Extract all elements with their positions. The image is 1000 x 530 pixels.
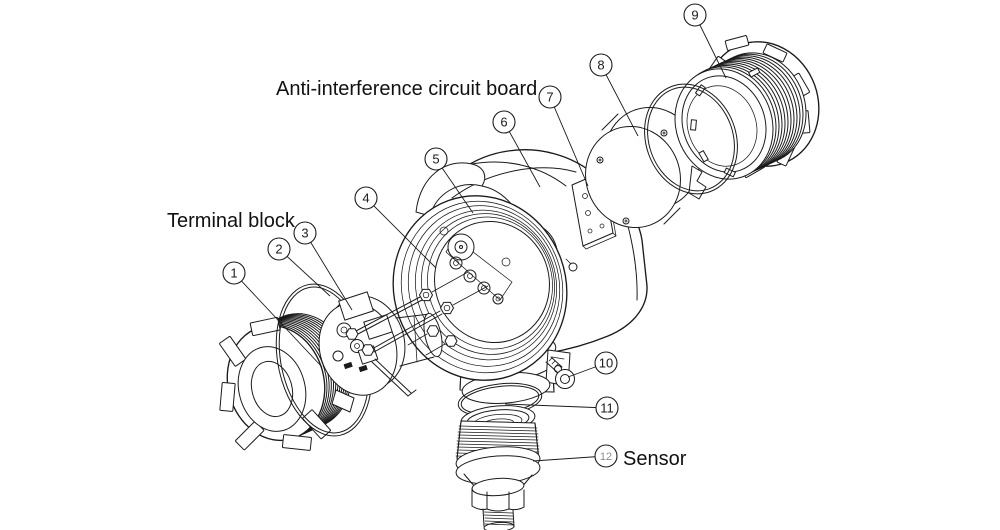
callout-7-number: 7 (546, 90, 553, 105)
callout-2-circle (267, 237, 291, 261)
callout-8-leader-line (600, 64, 639, 137)
callout-9: 9 (683, 3, 727, 79)
callout-11: 11 (504, 396, 619, 420)
callout-8-circle (589, 53, 613, 77)
callout-6-circle (492, 110, 516, 134)
part-4-screws (345, 271, 489, 356)
callout-5-number: 5 (432, 152, 439, 167)
callout-1-number: 1 (230, 266, 237, 281)
label-anti-interference-circuit-board: Anti-interference circuit board (276, 78, 537, 100)
part-12-sensor (455, 405, 541, 530)
callout-12-leader-line (532, 455, 607, 462)
callout-12-number: 12 (600, 451, 612, 463)
callout-5-circle (424, 147, 448, 171)
callout-12: 12 (532, 444, 618, 468)
callout-9-leader-line (694, 14, 727, 79)
part-rear-oring (644, 83, 738, 195)
callout-1-circle (222, 261, 246, 285)
callout-3-circle (293, 221, 317, 245)
callout-7-circle (538, 85, 562, 109)
callout-8-number: 8 (597, 58, 604, 73)
callout-2: 2 (267, 237, 331, 297)
part-8-circuit-module (585, 106, 707, 229)
callout-1: 1 (222, 261, 323, 368)
callout-9-circle (683, 3, 707, 27)
callout-11-circle (595, 396, 619, 420)
callout-3: 3 (293, 221, 353, 311)
callout-8: 8 (589, 53, 639, 137)
callout-11-number: 11 (600, 401, 614, 416)
callout-4-number: 4 (362, 191, 369, 206)
label-terminal-block: Terminal block (167, 210, 296, 232)
callout-5: 5 (424, 147, 474, 214)
callout-2-leader-line (278, 248, 331, 297)
callout-7: 7 (538, 85, 589, 187)
housing-small-screw (565, 258, 578, 272)
callout-7-leader-line (549, 96, 589, 187)
callout-2-number: 2 (275, 242, 282, 257)
callout-4-leader-line (365, 197, 437, 269)
callout-10-circle (594, 351, 618, 375)
callout-3-number: 3 (301, 226, 308, 241)
part-10-bolt (545, 356, 575, 389)
callout-4: 4 (354, 186, 437, 269)
callout-11-leader-line (504, 403, 608, 409)
label-sensor: Sensor (623, 448, 687, 470)
part-3-terminal-block (318, 291, 443, 413)
housing-top-fin (415, 162, 486, 217)
callout-3-leader-line (304, 232, 353, 311)
callout-12-circle (594, 444, 618, 468)
callout-9-number: 9 (691, 8, 698, 23)
callout-4-circle (354, 186, 378, 210)
callout-10-number: 10 (599, 356, 613, 371)
callout-10: 10 (567, 351, 618, 378)
callout-6: 6 (492, 110, 541, 188)
callout-6-number: 6 (500, 115, 507, 130)
callout-1-leader-line (233, 272, 323, 368)
callout-6-leader-line (503, 121, 541, 188)
